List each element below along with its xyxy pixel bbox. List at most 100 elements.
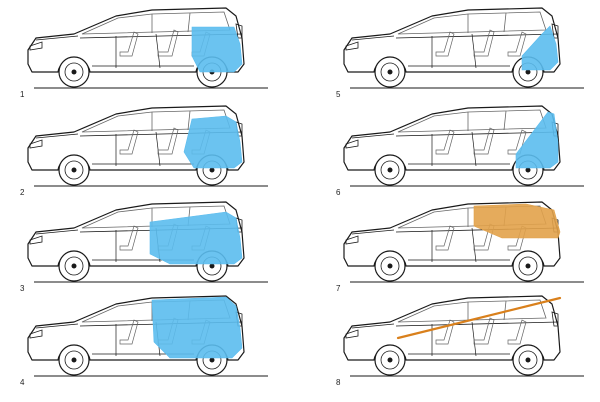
panel-7: 7 <box>336 198 586 296</box>
window-pillar-c <box>187 12 191 33</box>
car-drawing-4 <box>27 295 268 377</box>
hood-line <box>351 229 395 235</box>
headlight <box>345 329 359 339</box>
front-wheel-rim <box>380 350 400 370</box>
hood-line <box>35 323 79 329</box>
second-row-seat <box>157 127 179 155</box>
third-row-seat <box>507 31 527 57</box>
car-drawing-3 <box>27 201 268 283</box>
side-windows <box>397 299 547 323</box>
rear-wheel-hub <box>209 167 215 173</box>
second-row-seat <box>157 29 179 57</box>
third-row-seat <box>507 319 527 345</box>
front-wheel-rim <box>64 62 84 82</box>
front-wheel-hub <box>71 167 77 173</box>
panel-6: 6 <box>336 102 586 200</box>
headlight <box>29 329 43 339</box>
headlight <box>29 235 43 245</box>
headlight <box>345 235 359 245</box>
highlight-shape <box>183 115 243 169</box>
rear-wheel-hub <box>209 357 215 363</box>
panel-number: 5 <box>336 90 341 99</box>
front-wheel-hub <box>71 263 77 269</box>
highlight-shape <box>191 26 243 73</box>
rear-wheel-rim <box>518 350 538 370</box>
panel-8: 8 <box>336 292 586 390</box>
window-pillar-c <box>503 12 507 33</box>
panel-number: 3 <box>20 284 25 293</box>
headlight <box>29 139 43 149</box>
front-wheel-hub <box>71 69 77 75</box>
second-row-seat <box>473 317 495 345</box>
front-seat <box>119 319 139 345</box>
highlight-shape <box>515 111 559 169</box>
car-drawing-6 <box>343 105 584 187</box>
car-drawing-7 <box>343 201 584 283</box>
front-wheel-rim <box>64 350 84 370</box>
rear-wheel-rim <box>518 256 538 276</box>
car-drawing-8 <box>343 295 584 377</box>
hood-line <box>35 229 79 235</box>
front-wheel-rim <box>380 62 400 82</box>
highlight-shape <box>473 203 561 239</box>
panel-number: 7 <box>336 284 341 293</box>
hood-line <box>351 35 395 41</box>
front-wheel-hub <box>387 69 393 75</box>
front-seat <box>435 129 455 155</box>
rear-wheel-hub <box>209 263 215 269</box>
front-wheel-hub <box>387 167 393 173</box>
panel-number: 2 <box>20 188 25 197</box>
front-seat <box>119 129 139 155</box>
rear-door-line <box>471 227 477 263</box>
rear-door-line <box>471 321 477 357</box>
highlight-shape <box>521 25 559 71</box>
side-windows <box>397 109 547 133</box>
front-seat <box>435 319 455 345</box>
side-windows <box>397 11 547 35</box>
panel-number: 1 <box>20 90 25 99</box>
highlight-shape <box>151 296 243 359</box>
front-seat <box>119 31 139 57</box>
second-row-seat <box>473 29 495 57</box>
hood-line <box>35 133 79 139</box>
panel-3: 3 <box>20 198 270 296</box>
front-wheel-hub <box>387 263 393 269</box>
rear-door-line <box>155 131 161 167</box>
rear-wheel-hub <box>525 263 531 269</box>
headlight <box>345 41 359 51</box>
belt-line <box>395 131 559 137</box>
highlight-shape <box>396 296 562 340</box>
headlight <box>29 41 43 51</box>
front-wheel-hub <box>71 357 77 363</box>
belt-line <box>395 321 559 327</box>
window-pillar-c <box>187 110 191 131</box>
panel-number: 8 <box>336 378 341 387</box>
rear-door-line <box>471 131 477 167</box>
panel-1: 1 <box>20 4 270 102</box>
hood-line <box>35 35 79 41</box>
tail-light <box>551 311 559 327</box>
front-wheel-rim <box>380 256 400 276</box>
front-wheel-rim <box>64 256 84 276</box>
panel-2: 2 <box>20 102 270 200</box>
car-drawing-2 <box>27 105 268 187</box>
car-drawing-5 <box>343 7 584 89</box>
front-wheel-hub <box>387 357 393 363</box>
front-seat <box>435 31 455 57</box>
highlight-shape <box>149 211 243 265</box>
panel-number: 6 <box>336 188 341 197</box>
second-row-seat <box>473 127 495 155</box>
hood-line <box>351 133 395 139</box>
panel-5: 5 <box>336 4 586 102</box>
hood-line <box>351 323 395 329</box>
headlight <box>345 139 359 149</box>
rear-door-line <box>155 33 161 69</box>
tail-light <box>551 23 559 39</box>
tail-light <box>235 23 243 39</box>
rear-wheel-hub <box>525 357 531 363</box>
car-drawing-1 <box>27 7 268 89</box>
front-wheel-rim <box>64 160 84 180</box>
front-seat <box>119 225 139 251</box>
front-seat <box>435 225 455 251</box>
